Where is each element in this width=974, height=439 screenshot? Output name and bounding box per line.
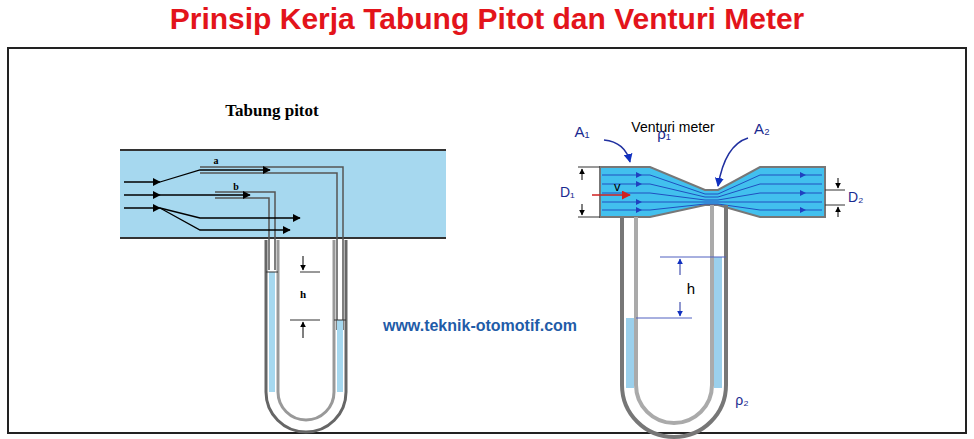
section-title: Venturi meter xyxy=(631,120,714,134)
diameter-label: D₂ xyxy=(848,190,864,204)
diameter-label: D₁ xyxy=(560,185,575,199)
watermark: www.teknik-otomotif.com xyxy=(383,318,577,334)
height-label: h xyxy=(687,281,695,296)
streamline-label: a xyxy=(214,156,219,166)
streamline-label: b xyxy=(233,182,239,192)
area-label: A₁ xyxy=(574,124,589,139)
height-label: h xyxy=(300,289,306,300)
area-label: A₂ xyxy=(754,121,770,136)
density-label: ρ₂ xyxy=(735,393,748,407)
section-title: Tabung pitot xyxy=(225,102,318,119)
density-label: ρ₁ xyxy=(657,126,671,141)
page-title: Prinsip Kerja Tabung Pitot dan Venturi M… xyxy=(170,4,805,34)
velocity-label: v xyxy=(614,180,621,193)
